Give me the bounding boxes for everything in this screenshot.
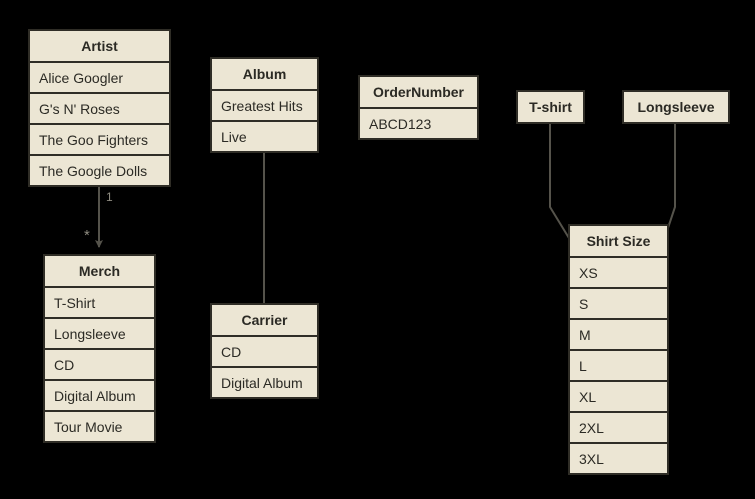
entity-album[interactable]: Album Greatest Hits Live: [210, 57, 319, 153]
entity-row[interactable]: Digital Album: [212, 366, 317, 397]
entity-row[interactable]: CD: [212, 335, 317, 366]
entity-row[interactable]: 3XL: [570, 442, 667, 473]
entity-title: Shirt Size: [570, 226, 667, 256]
entity-row[interactable]: CD: [45, 348, 154, 379]
entity-row[interactable]: Digital Album: [45, 379, 154, 410]
entity-row[interactable]: XL: [570, 380, 667, 411]
entity-row[interactable]: Longsleeve: [45, 317, 154, 348]
entity-row[interactable]: The Goo Fighters: [30, 123, 169, 154]
entity-row[interactable]: Live: [212, 120, 317, 151]
entity-row[interactable]: XS: [570, 256, 667, 287]
entity-title: OrderNumber: [360, 77, 477, 107]
entity-merch[interactable]: Merch T-Shirt Longsleeve CD Digital Albu…: [43, 254, 156, 443]
entity-artist[interactable]: Artist Alice Googler G's N' Roses The Go…: [28, 29, 171, 187]
entity-row[interactable]: ABCD123: [360, 107, 477, 138]
entity-row[interactable]: G's N' Roses: [30, 92, 169, 123]
entity-row[interactable]: Greatest Hits: [212, 89, 317, 120]
entity-ordernumber[interactable]: OrderNumber ABCD123: [358, 75, 479, 140]
entity-title: T-shirt: [518, 92, 583, 122]
entity-carrier[interactable]: Carrier CD Digital Album: [210, 303, 319, 399]
entity-row[interactable]: S: [570, 287, 667, 318]
entity-row[interactable]: T-Shirt: [45, 286, 154, 317]
entity-title: Artist: [30, 31, 169, 61]
entity-title: Longsleeve: [624, 92, 728, 122]
entity-row[interactable]: M: [570, 318, 667, 349]
entity-title: Album: [212, 59, 317, 89]
entity-title: Merch: [45, 256, 154, 286]
cardinality-label-one: 1: [106, 190, 113, 204]
entity-tshirt[interactable]: T-shirt: [516, 90, 585, 124]
entity-row[interactable]: Alice Googler: [30, 61, 169, 92]
entity-longsleeve[interactable]: Longsleeve: [622, 90, 730, 124]
entity-row[interactable]: Tour Movie: [45, 410, 154, 441]
entity-row[interactable]: The Google Dolls: [30, 154, 169, 185]
entity-row[interactable]: 2XL: [570, 411, 667, 442]
entity-row[interactable]: L: [570, 349, 667, 380]
cardinality-label-many: *: [84, 227, 90, 244]
entity-title: Carrier: [212, 305, 317, 335]
entity-shirtsize[interactable]: Shirt Size XS S M L XL 2XL 3XL: [568, 224, 669, 475]
